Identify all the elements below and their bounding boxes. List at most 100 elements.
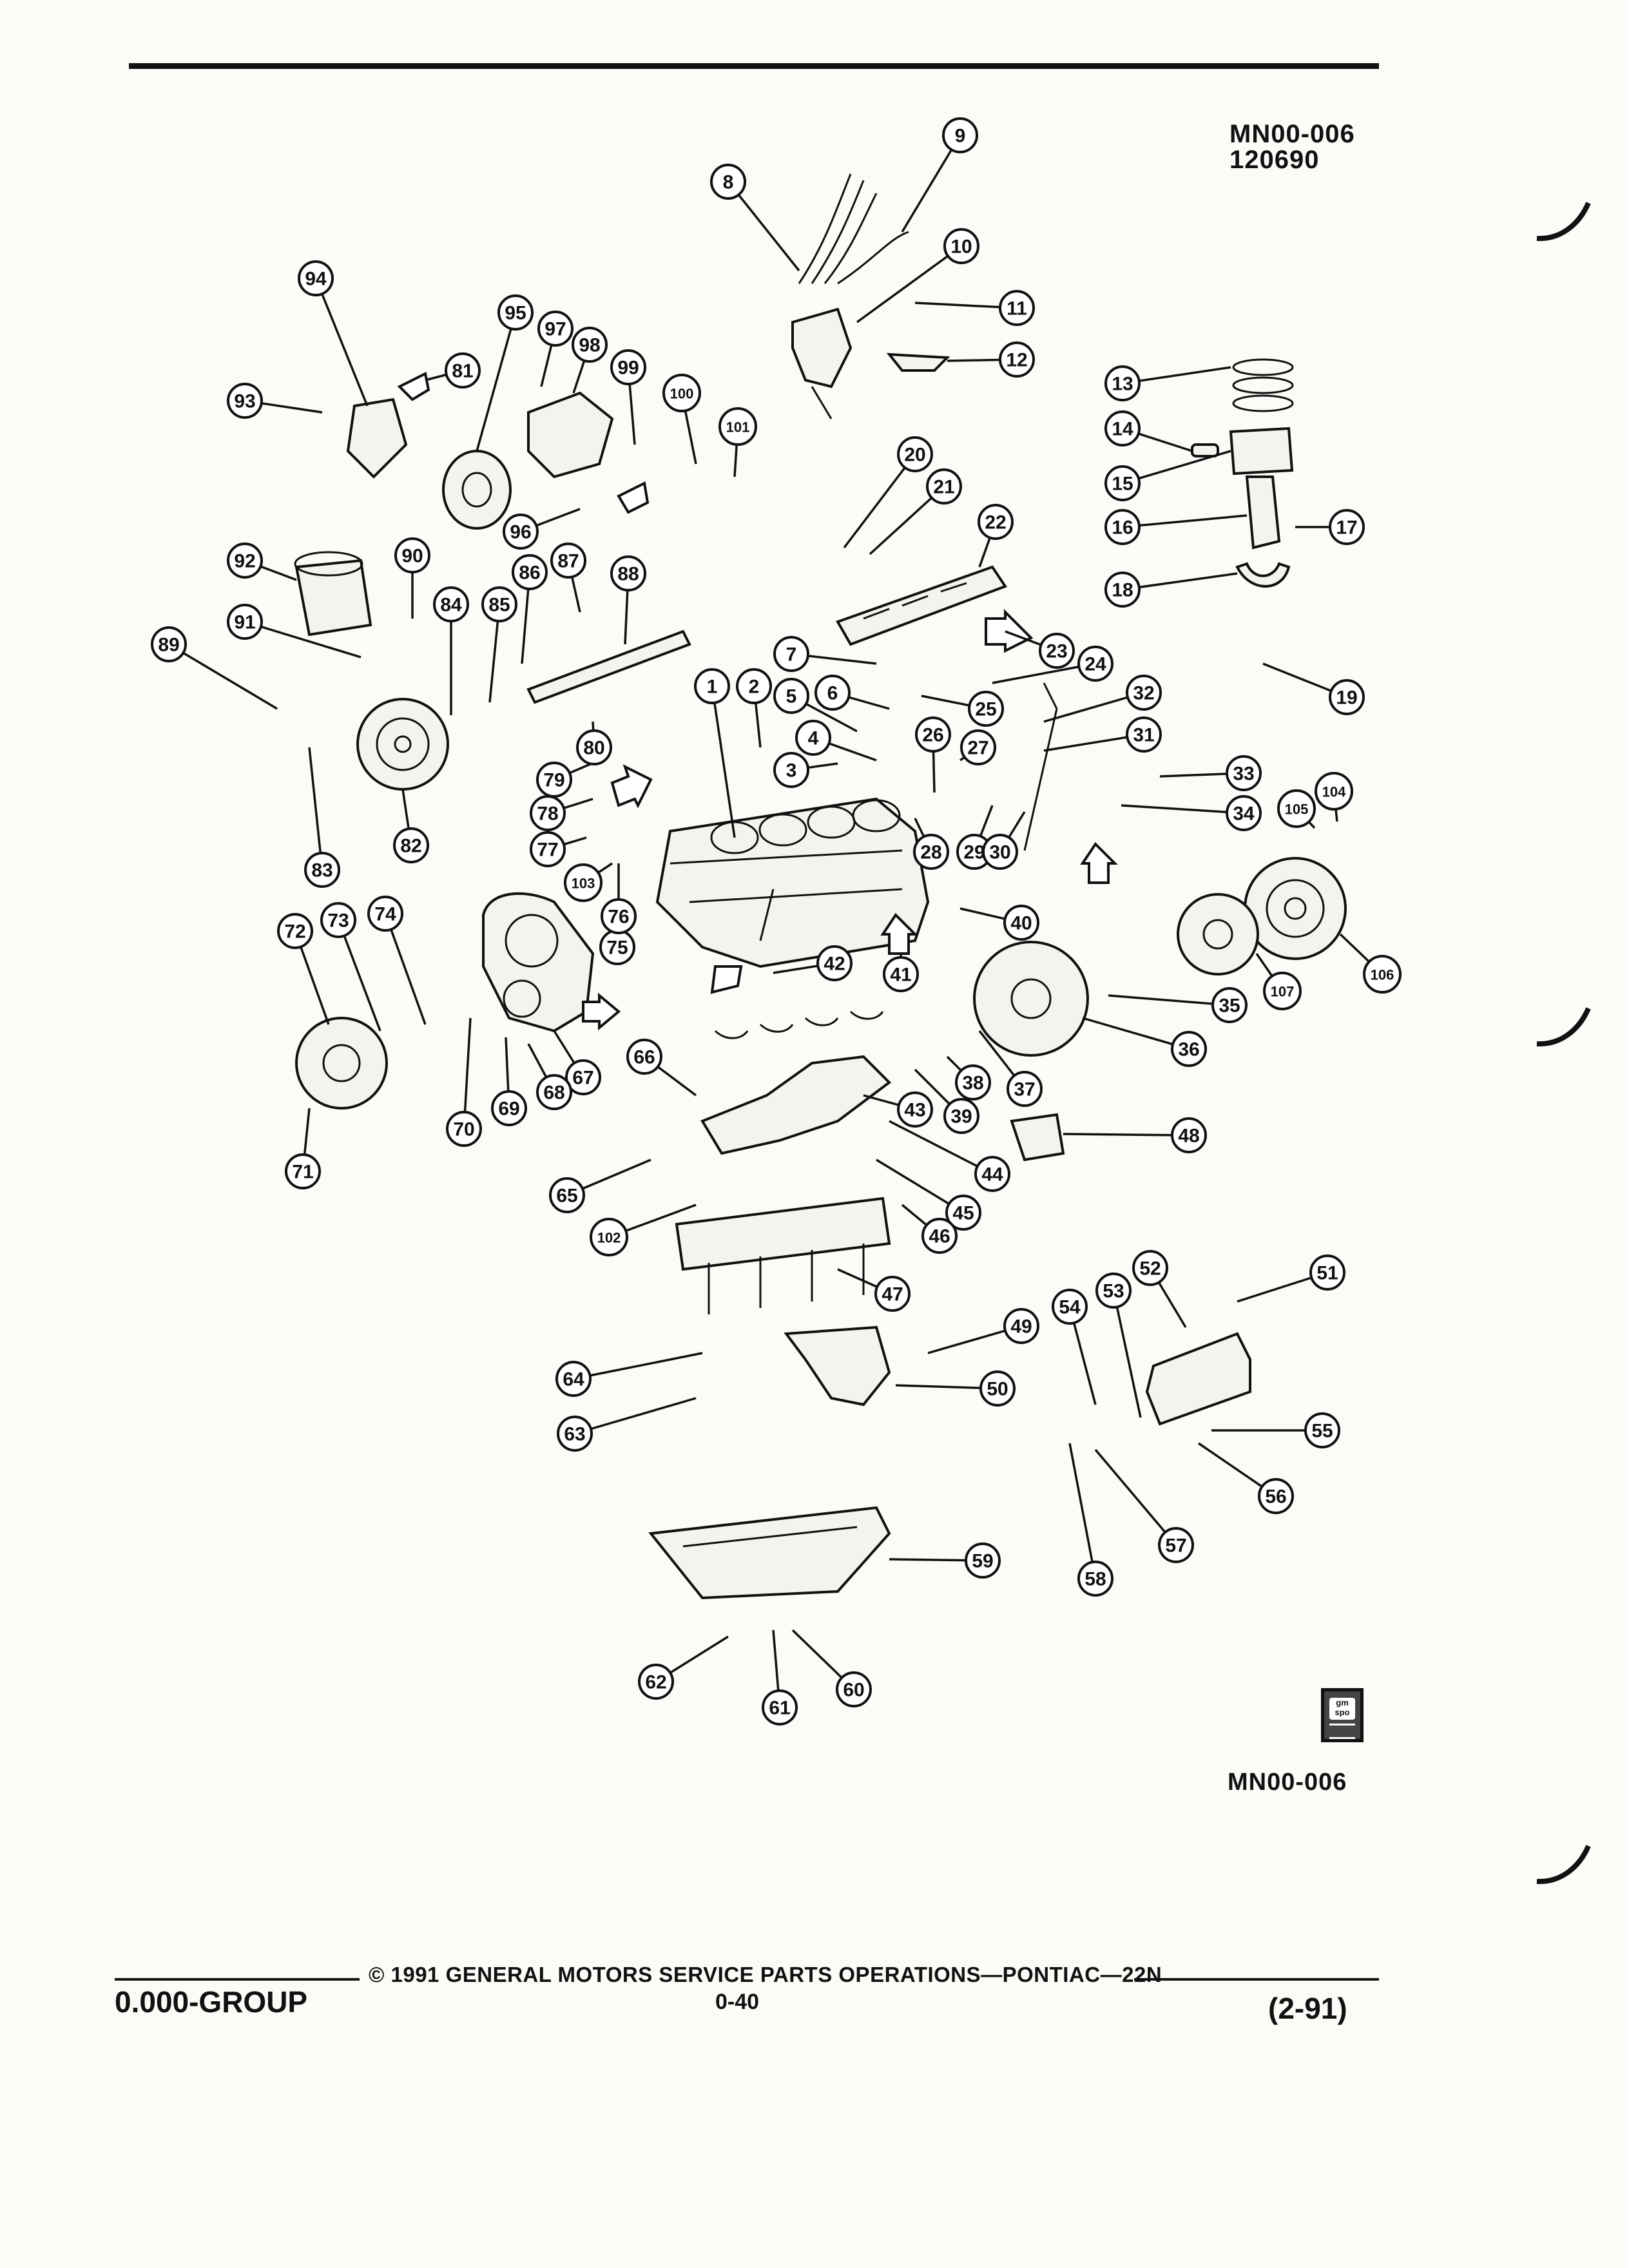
callout-circle (1003, 905, 1039, 941)
direction-arrow (610, 764, 653, 809)
callout-91: 91 (227, 604, 263, 640)
callout-circle (897, 1091, 933, 1128)
callout-number: 106 (1371, 967, 1394, 983)
callout-number: 58 (1084, 1569, 1106, 1590)
callout-number: 62 (645, 1672, 666, 1693)
callout-number: 94 (305, 269, 327, 290)
callout-number: 12 (1006, 350, 1027, 371)
callout-leader-94 (314, 278, 369, 407)
callout-41: 41 (883, 956, 919, 992)
callout-circle (960, 729, 996, 765)
callout-number: 40 (1010, 913, 1032, 934)
callout-circle (1104, 465, 1141, 501)
callout-leader-16 (1122, 514, 1248, 528)
callout-66: 66 (626, 1039, 662, 1075)
figure-reference: MN00-006 (1228, 1769, 1347, 1796)
callout-circle (227, 604, 263, 640)
callout-40: 40 (1003, 905, 1039, 941)
callout-39: 39 (943, 1098, 979, 1134)
callout-number: 101 (726, 419, 750, 436)
callout-38: 38 (955, 1064, 991, 1100)
callout-circle (921, 1218, 958, 1254)
callout-87: 87 (550, 543, 586, 579)
callout-number: 93 (234, 391, 255, 412)
callout-circle (530, 831, 566, 867)
callout-circle (965, 1542, 1001, 1579)
oil-pan (648, 1506, 891, 1600)
logo-text: gm spo (1329, 1698, 1355, 1720)
callout-number: 38 (962, 1073, 983, 1094)
callout-number: 81 (452, 361, 473, 382)
callout-number: 66 (633, 1047, 655, 1068)
callout-leader-13 (1122, 366, 1231, 385)
callout-number: 10 (950, 236, 972, 258)
callout-circle (1226, 795, 1262, 831)
callout-number: 11 (1007, 298, 1027, 320)
callout-circle (968, 691, 1004, 727)
direction-arrow (880, 912, 918, 955)
footer-copyright: © 1991 GENERAL MOTORS SERVICE PARTS OPER… (369, 1963, 1162, 1986)
callout-leader-70 (463, 1017, 472, 1129)
callout-number: 92 (234, 551, 255, 572)
dipstick (1023, 682, 1058, 851)
oil-filter (294, 551, 372, 637)
callout-number: 23 (1046, 641, 1067, 662)
callout-number: 18 (1112, 580, 1133, 601)
callout-circle (277, 913, 313, 949)
callout-circle (773, 752, 809, 788)
callout-circle (795, 720, 831, 756)
callout-number: 78 (537, 803, 558, 825)
callout-107: 107 (1263, 972, 1302, 1010)
callout-19: 19 (1329, 679, 1365, 715)
callout-number: 85 (488, 595, 510, 616)
callout-number: 75 (606, 937, 628, 959)
callout-circle (1095, 1273, 1132, 1309)
callout-number: 64 (563, 1369, 584, 1390)
callout-number: 35 (1219, 995, 1240, 1017)
callout-101: 101 (718, 407, 757, 446)
callout-leader-89 (168, 643, 278, 710)
callout-number: 84 (440, 595, 462, 616)
callout-circle (1039, 633, 1075, 669)
callout-circle (1132, 1250, 1168, 1286)
callout-21: 21 (926, 468, 962, 505)
callout-8: 8 (710, 164, 746, 200)
callout-circle (227, 383, 263, 419)
callout-20: 20 (897, 436, 933, 472)
callout-104: 104 (1315, 772, 1353, 811)
callout-37: 37 (1007, 1071, 1043, 1107)
callout-number: 73 (327, 910, 349, 932)
callout-leader-15 (1122, 450, 1231, 485)
crankshaft-pulley (295, 1017, 388, 1110)
callout-number: 22 (985, 512, 1006, 533)
callout-number: 74 (374, 904, 396, 925)
callout-number: 77 (537, 840, 558, 861)
water-pump (527, 391, 614, 479)
callout-circle (773, 636, 809, 672)
callout-28: 28 (913, 834, 949, 870)
callout-circle (1211, 987, 1248, 1023)
callout-99: 99 (610, 349, 646, 385)
callout-90: 90 (394, 537, 430, 573)
callout-circle (1158, 1527, 1194, 1563)
callout-circle (1003, 1308, 1039, 1344)
callout-circle (610, 555, 646, 591)
callout-circle (955, 1064, 991, 1100)
callout-circle (874, 1276, 911, 1312)
camshaft-sprocket (356, 698, 449, 791)
callout-number: 54 (1059, 1297, 1081, 1318)
rotor (886, 352, 950, 372)
callout-number: 97 (545, 319, 566, 340)
callout-circle (564, 863, 602, 902)
thermostat-housing (346, 398, 408, 479)
callout-circle (1363, 955, 1402, 994)
callout-number: 63 (564, 1424, 585, 1445)
distributor (791, 307, 853, 419)
callout-number: 60 (843, 1680, 864, 1701)
callout-circle (1309, 1254, 1345, 1291)
callout-circle (446, 1111, 482, 1147)
callout-number: 13 (1112, 374, 1133, 395)
callout-number: 14 (1112, 419, 1133, 440)
callout-14: 14 (1104, 410, 1141, 447)
